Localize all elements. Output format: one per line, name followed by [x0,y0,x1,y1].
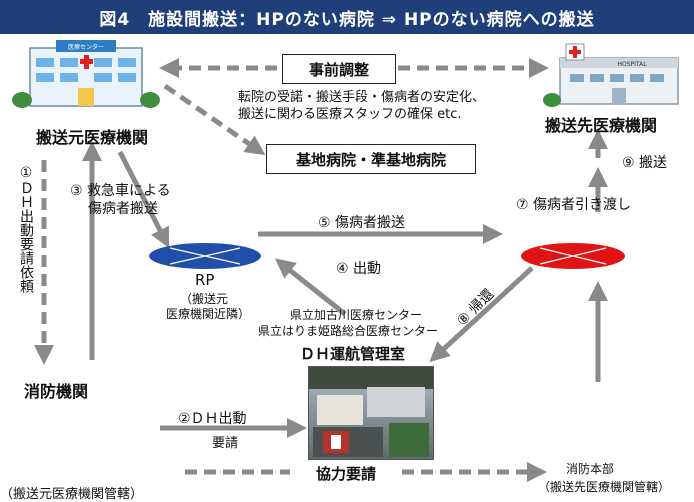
rp-label: RP [195,271,215,289]
heliport-origin-icon [149,243,261,269]
dh-office-label: ＤＨ運航管理室 [300,345,406,363]
fire-hq-note: （搬送先医療機関管轄） [538,480,671,494]
title-bar: 図4 施設間搬送：HPのない病院 ⇒ HPのない病院への搬送 [0,0,694,34]
fire-dept-note: （搬送元医療機関管轄） [0,487,144,502]
origin-hospital-sign: 医療センター [68,43,104,51]
heliport-destination-icon [521,243,625,269]
dh-office-photo [308,366,434,460]
destination-hospital-sign: HOSPITAL [617,61,647,68]
cooperation-label: 協力要請 [315,464,376,483]
step3-label-line2: 傷病者搬送 [88,201,158,217]
arrow-step4 [274,258,347,316]
rp-note-line2: 医療機関近隣） [166,307,251,321]
destination-hospital-label: 搬送先医療機関 [545,116,658,135]
step7-label: ⑦ 傷病者引き渡し [516,197,632,213]
destination-hospital-icon [543,43,679,107]
prior-note-line1: 転院の受諾・搬送手段・傷病者の安定化、 [238,90,486,105]
step2-label: ②ＤＨ出動 [178,411,247,427]
fire-hq-label: 消防本部 [566,462,615,476]
fire-dept-label: 消防機関 [24,382,89,401]
arrow-step8 [429,266,534,363]
base-hospital-box: 基地病院・準基地病院 [266,144,476,174]
step9-label: ⑨ 搬送 [622,155,668,171]
prior-note-line2: 搬送に関わる医療スタッフの確保 etc. [238,107,462,122]
step5-label: ⑤ 傷病者搬送 [318,215,406,231]
page-title: 図4 施設間搬送：HPのない病院 ⇒ HPのない病院への搬送 [99,9,595,30]
rp-note-line1: （搬送元 [180,292,229,306]
arrow-step3 [117,150,170,249]
center-label-2: 県立はりま姫路総合医療センター [258,324,439,338]
step1-label: ①ＤＨ出動要請依頼 [18,165,34,293]
step3-label-line1: ③ 救急車による [70,183,171,199]
prior-adjustment-label: 事前調整 [308,60,369,79]
center-label-1: 県立加古川医療センター [290,308,423,322]
step4-label: ④ 出動 [336,261,382,277]
prior-adjustment-box: 事前調整 [282,54,396,84]
origin-hospital-icon [12,40,160,108]
base-hospital-label: 基地病院・準基地病院 [295,150,446,169]
cooperation-box: 協力要請 [292,462,400,484]
origin-hospital-label: 搬送元医療機関 [36,128,149,147]
step2b-label: 要請 [212,436,239,451]
